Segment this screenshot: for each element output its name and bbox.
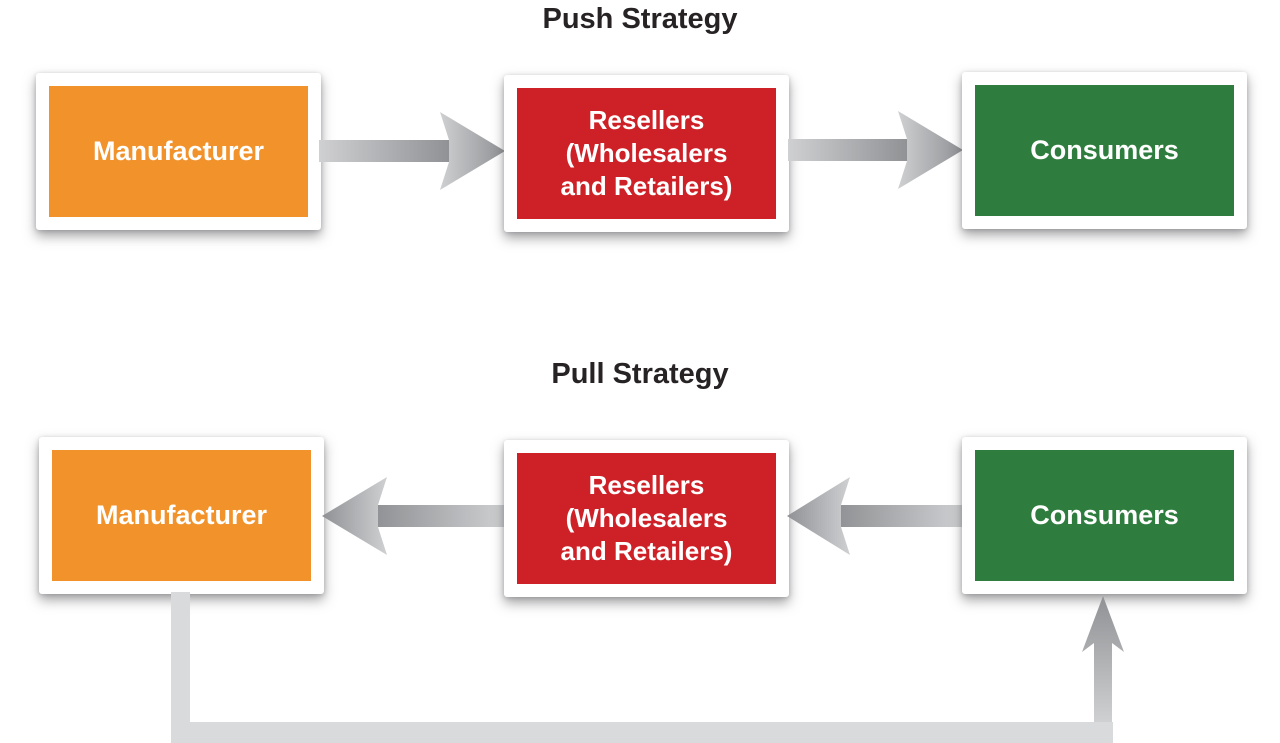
arrow-left-icon <box>322 477 506 555</box>
pull-manufacturer-label: Manufacturer <box>95 500 268 531</box>
pull-resellers-label-line1: Resellers <box>588 470 705 500</box>
push-resellers-box: Resellers (Wholesalers and Retailers) <box>504 75 789 232</box>
pull-resellers-box: Resellers (Wholesalers and Retailers) <box>504 440 789 597</box>
pull-resellers-label: Resellers (Wholesalers and Retailers) <box>561 469 733 568</box>
arrow-right-icon <box>788 111 963 189</box>
push-manufacturer-box: Manufacturer <box>36 73 321 230</box>
push-consumers-label: Consumers <box>1030 135 1179 166</box>
pull-consumers-label: Consumers <box>1030 500 1179 531</box>
arrow-left-icon <box>787 477 964 555</box>
pull-manufacturer-box: Manufacturer <box>39 437 324 594</box>
elbow-connector-vertical-left <box>171 592 190 743</box>
push-consumers-box: Consumers <box>962 72 1247 229</box>
push-resellers-label-line3: and Retailers) <box>560 171 733 201</box>
pull-consumers-box: Consumers <box>962 437 1247 594</box>
push-resellers-label: Resellers (Wholesalers and Retailers) <box>561 104 733 203</box>
pull-strategy-title: Pull Strategy <box>551 358 729 390</box>
elbow-connector-horizontal-bottom <box>171 722 1113 743</box>
arrow-right-icon <box>319 112 505 190</box>
push-strategy-title: Push Strategy <box>542 3 738 35</box>
arrow-up-icon <box>1082 596 1124 722</box>
push-resellers-label-line1: Resellers <box>588 105 705 135</box>
pull-resellers-label-line2: (Wholesalers <box>565 503 728 533</box>
push-resellers-label-line2: (Wholesalers <box>565 138 728 168</box>
push-manufacturer-label: Manufacturer <box>92 136 265 167</box>
pull-resellers-label-line3: and Retailers) <box>560 536 733 566</box>
